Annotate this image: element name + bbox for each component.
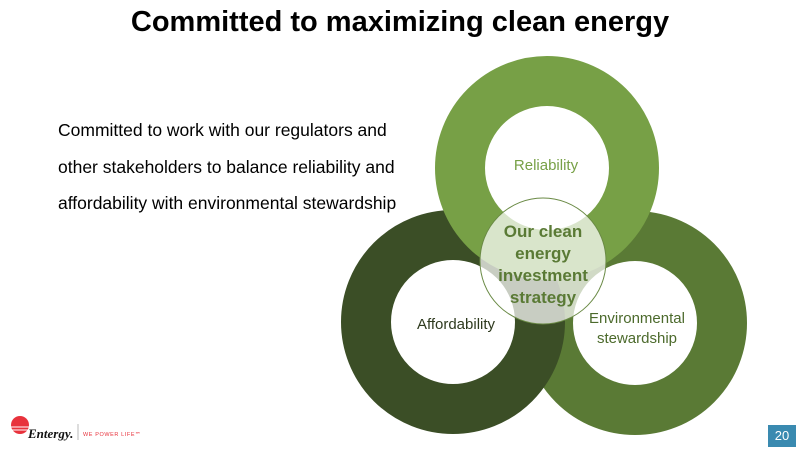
body-text: Committed to work with our regulators an… bbox=[58, 120, 397, 213]
sun-icon bbox=[11, 416, 29, 434]
entergy-logo: Entergy. WE POWER LIFE℠ bbox=[11, 416, 141, 441]
center-circle bbox=[479, 197, 607, 325]
center-line-1: Our clean bbox=[504, 222, 582, 241]
page-number: 20 bbox=[768, 425, 796, 447]
label-reliability: Reliability bbox=[514, 157, 579, 174]
label-environmental: Environmental bbox=[589, 310, 685, 327]
center-line-4: strategy bbox=[510, 288, 577, 307]
label-stewardship: stewardship bbox=[597, 330, 677, 347]
center-line-2: energy bbox=[515, 244, 571, 263]
logo-text: Entergy. bbox=[27, 426, 73, 441]
label-affordability: Affordability bbox=[417, 316, 496, 333]
center-line-3: investment bbox=[498, 266, 588, 285]
tagline: WE POWER LIFE℠ bbox=[83, 431, 141, 438]
slide-title: Committed to maximizing clean energy bbox=[130, 6, 670, 38]
